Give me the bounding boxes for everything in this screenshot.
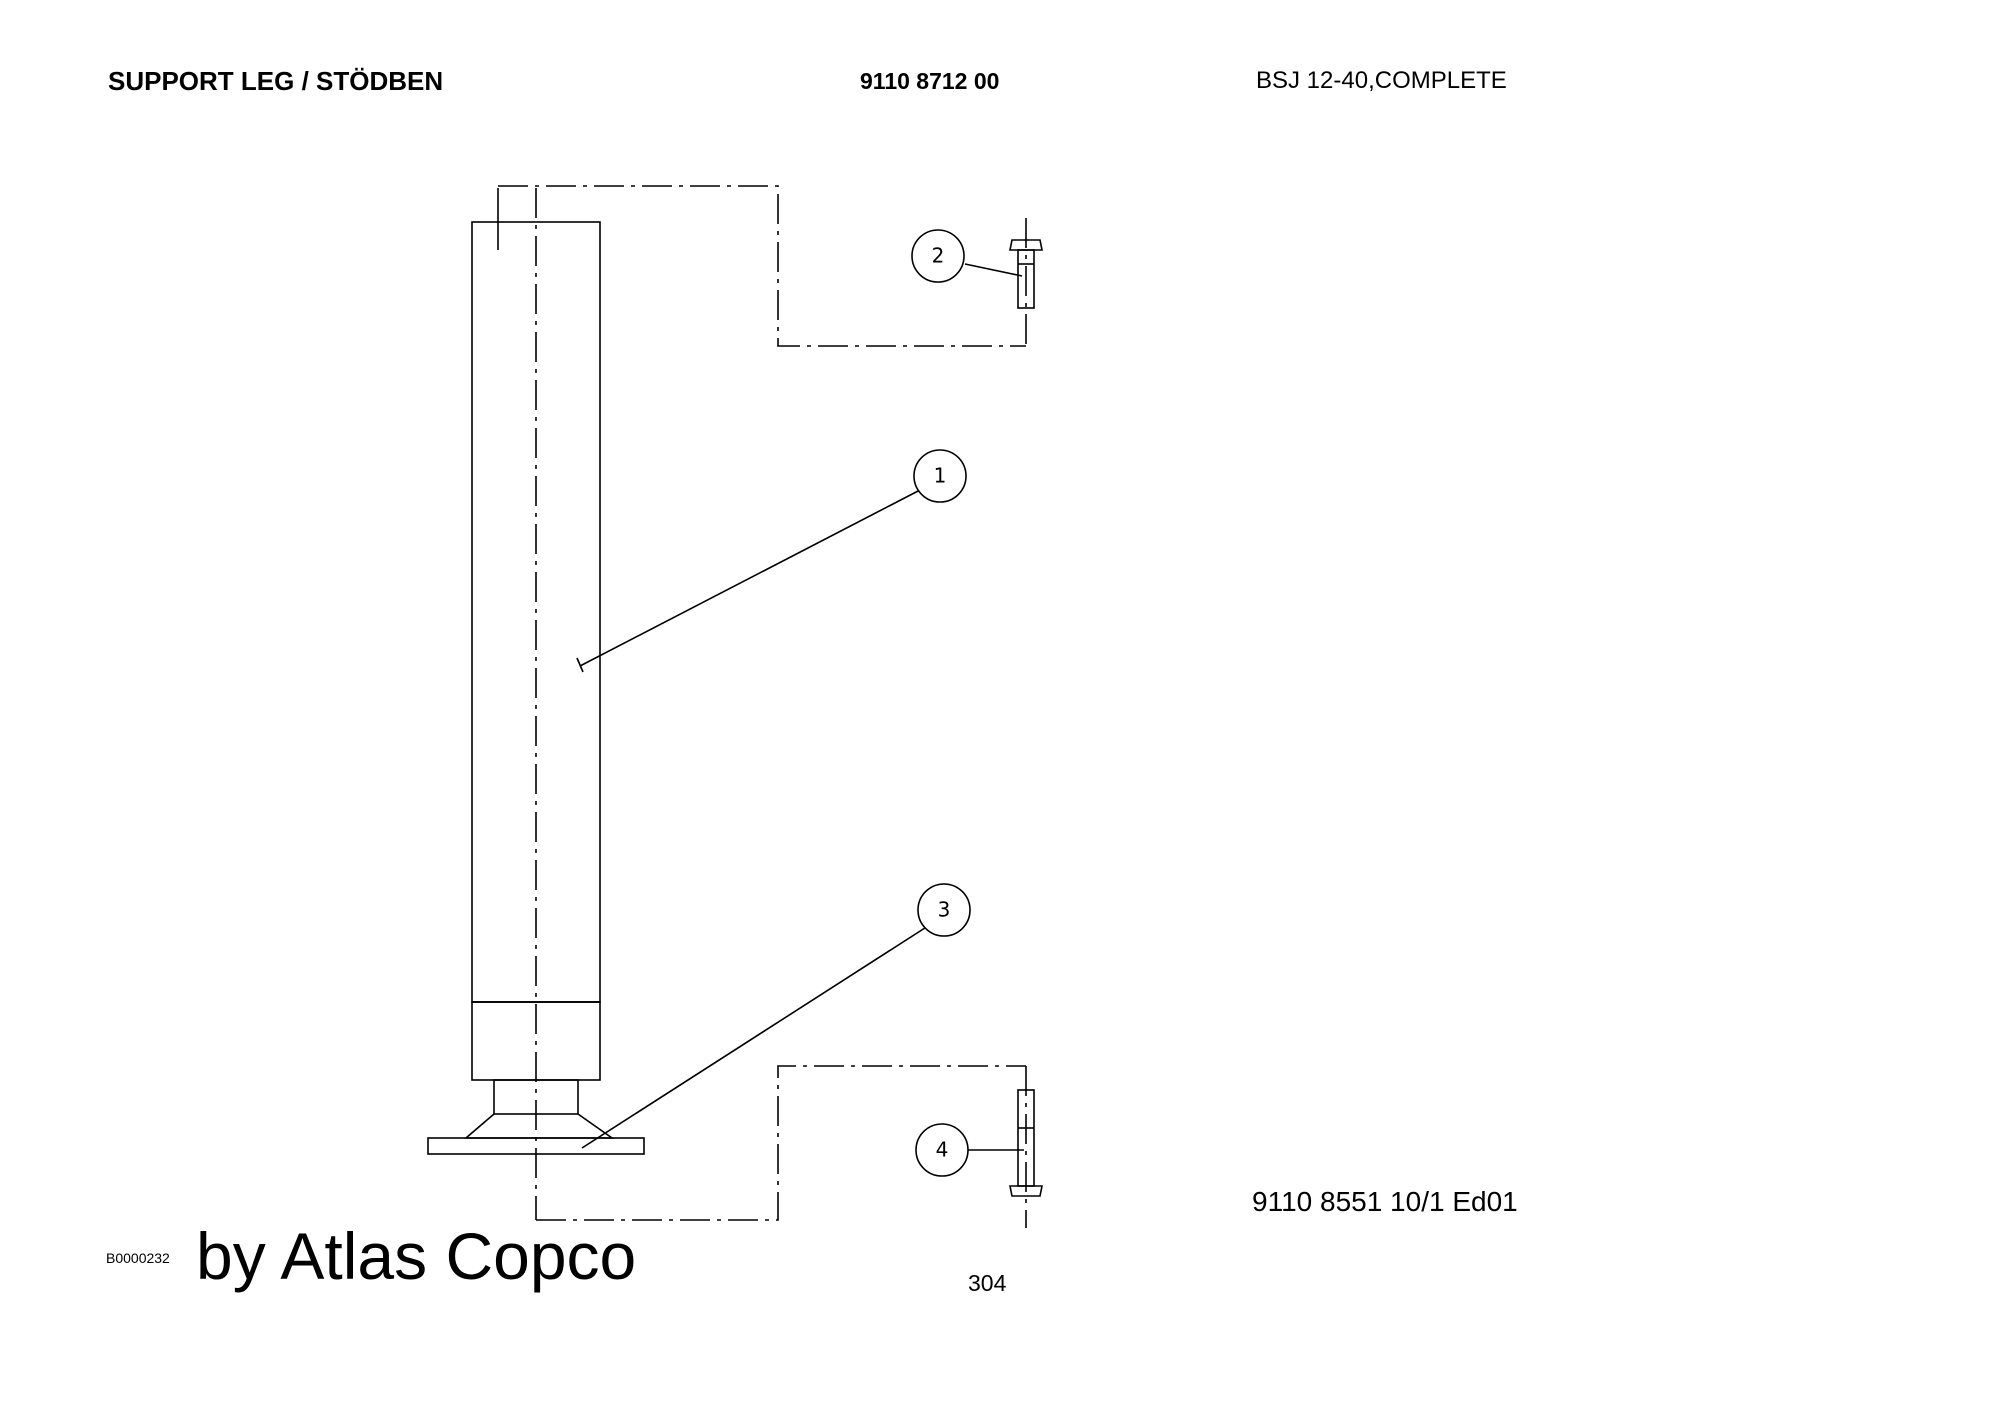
callout-3-label: 3 <box>938 898 951 922</box>
callout-1: 1 <box>913 449 967 503</box>
brand-text: by Atlas Copco <box>196 1219 637 1293</box>
foot-taper <box>463 1113 615 1139</box>
page-number: 304 <box>968 1270 1007 1296</box>
callout-4-label: 4 <box>936 1138 949 1162</box>
part-number: 9110 8712 00 <box>860 68 1000 94</box>
leader-1-tick <box>576 657 584 673</box>
callout-4: 4 <box>915 1123 969 1177</box>
bolt-lower <box>1009 1066 1043 1228</box>
callout-2: 2 <box>911 229 965 283</box>
document-reference: 9110 8551 10/1 Ed01 <box>1252 1186 1518 1217</box>
page-title: SUPPORT LEG / STÖDBEN <box>108 66 444 96</box>
model-description: BSJ 12-40,COMPLETE <box>1256 67 1507 94</box>
image-id: B0000232 <box>106 1250 170 1266</box>
leader-2 <box>964 263 1023 277</box>
leader-3 <box>581 925 929 1149</box>
bolt-upper <box>1009 218 1043 348</box>
leader-1 <box>579 489 921 667</box>
upper-leader-box <box>498 185 1026 347</box>
callout-3: 3 <box>917 883 971 937</box>
lower-leader-box <box>536 1065 1026 1221</box>
callout-1-label: 1 <box>934 464 947 488</box>
callout-2-label: 2 <box>932 244 945 268</box>
